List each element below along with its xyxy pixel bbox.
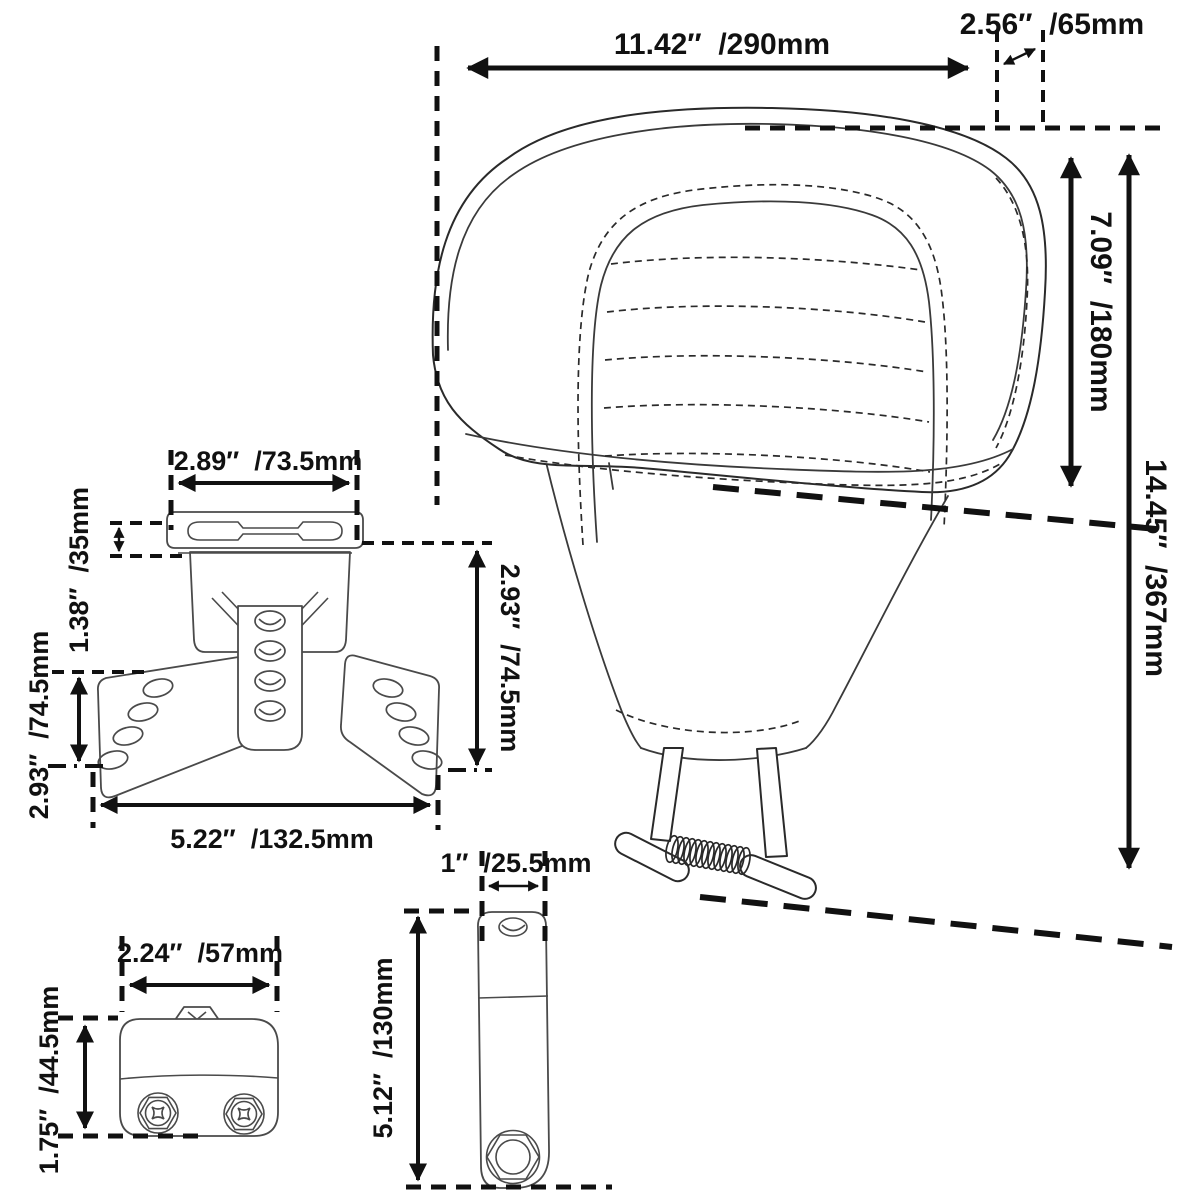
right-foot [739, 854, 817, 900]
pad-band-top [465, 433, 1014, 473]
strap-holes [254, 610, 286, 722]
pad-top-offset-label: 2.56″ /65mm [960, 8, 1144, 41]
clamp-width-label: 2.24″ /57mm [117, 938, 283, 968]
dim-bracket-top-width: 2.89″ /73.5mm [168, 446, 363, 545]
panel-outline [590, 200, 935, 543]
left-leg [650, 747, 684, 842]
dim-overall-height: 14.45″ /367mm [699, 153, 1173, 950]
pad-stem-bottom [640, 747, 807, 761]
stem-stitch-line [615, 709, 803, 734]
bracket-top-slot [187, 521, 343, 541]
pad-right-stitch [995, 177, 1029, 449]
dim-pad-width: 11.42″ /290mm [434, 28, 1045, 505]
dim-bracket-wing-height: 2.93″ /74.5mm [24, 631, 150, 820]
bracket-right-wing [340, 654, 440, 797]
left-wing-slots [97, 678, 174, 770]
strap-top-hole-inner [501, 924, 526, 932]
clamp-screw-right [223, 1093, 265, 1135]
bracket-side-height-label: 2.93″ /74.5mm [495, 564, 525, 753]
dim-strap-width: 1″ /25.5mm [440, 848, 592, 951]
dim-clamp-width: 2.24″ /57mm [117, 936, 283, 1012]
panel-stitch-2 [606, 305, 926, 323]
clamp-body [119, 1018, 279, 1137]
panel-stitch-4 [603, 403, 930, 423]
dim-bracket-base-width: 5.22″ /132.5mm [90, 772, 441, 854]
clamp-block-drawing [119, 1006, 279, 1137]
bracket-base-width-label: 5.22″ /132.5mm [170, 824, 374, 854]
strap-top-hole [498, 917, 528, 937]
spring-coil [665, 834, 751, 876]
bracket-top-width-label: 2.89″ /73.5mm [174, 446, 363, 476]
panel-stitch-5 [604, 452, 931, 473]
bracket-body [189, 551, 351, 653]
dim-clamp-height: 1.75″ /44.5mm [34, 986, 205, 1175]
left-foot [614, 831, 690, 883]
strap-width-label: 1″ /25.5mm [440, 848, 591, 878]
dim-bracket-top-height: 1.38″ /35mm [64, 487, 186, 653]
dim-bracket-side-height: 2.93″ /74.5mm [362, 541, 525, 772]
right-wing-slots [372, 678, 443, 770]
clamp-screw-left [137, 1092, 179, 1134]
pad-width-label: 11.42″ /290mm [614, 28, 830, 61]
pad-stem-left-edge [544, 457, 642, 749]
panel-dashed-outline [577, 183, 948, 546]
strap-length-label: 5.12″ /130mm [368, 957, 398, 1138]
panel-stitch-1 [610, 256, 922, 271]
dim-pad-height: 7.09″ /180mm [712, 125, 1168, 533]
pad-band-stitch [504, 454, 1001, 487]
pad-outline [431, 106, 1047, 494]
clamp-seam [119, 1074, 279, 1080]
pad-stem-right-edge [805, 495, 949, 749]
overall-height-label: 14.45″ /367mm [1139, 459, 1172, 677]
panel-stitch-3 [604, 354, 928, 373]
strap-seam [477, 995, 549, 999]
dim-strap-length: 5.12″ /130mm [368, 908, 612, 1190]
mounting-bracket-drawing [97, 511, 443, 799]
strap-nut [485, 1129, 541, 1185]
bracket-wing-height-label: 2.93″ /74.5mm [24, 631, 54, 820]
backrest-pad-drawing [431, 106, 1047, 900]
bracket-center-strap [237, 605, 303, 751]
dim-pad-top-offset: 2.56″ /65mm [960, 8, 1144, 66]
clamp-height-label: 1.75″ /44.5mm [34, 986, 64, 1175]
pad-band-seam [608, 462, 614, 490]
bracket-top-height-label: 1.38″ /35mm [64, 487, 94, 653]
mount-strap-drawing [477, 911, 550, 1189]
pad-height-label: 7.09″ /180mm [1084, 211, 1117, 412]
bracket-top-plate [166, 511, 364, 549]
right-leg [756, 747, 788, 858]
